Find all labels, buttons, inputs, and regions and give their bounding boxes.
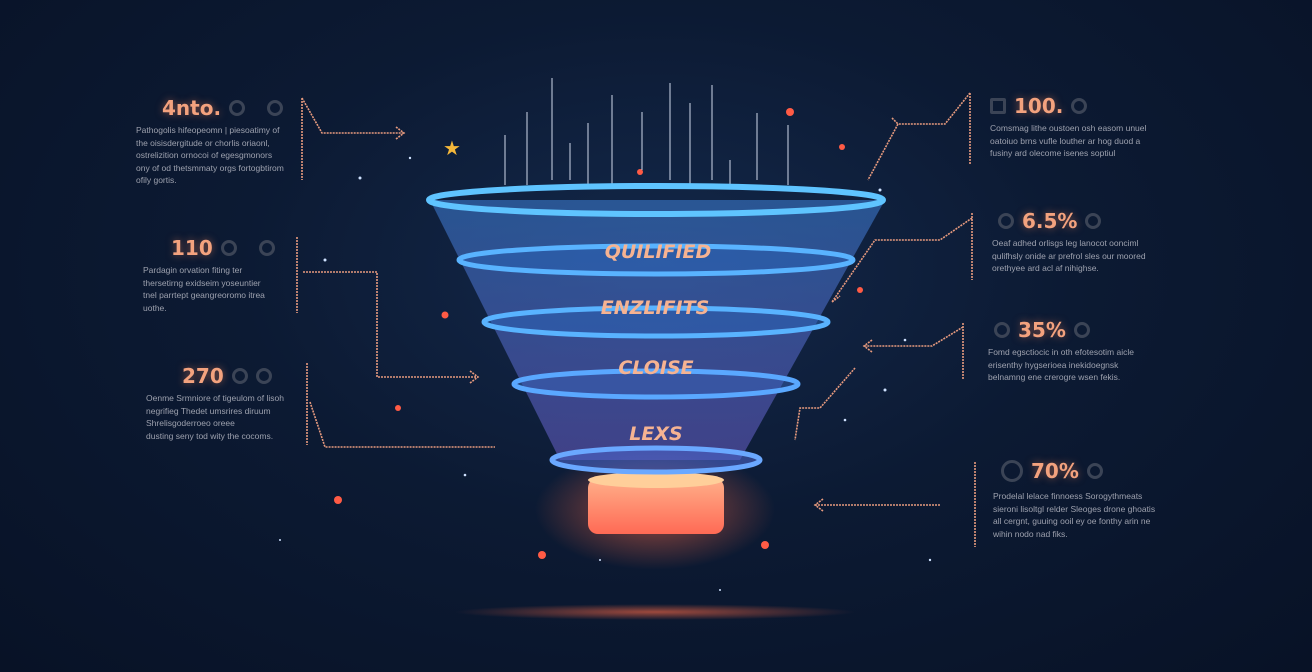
star-icon: ★ <box>443 138 461 160</box>
stat-value: 6.5% <box>1022 208 1078 233</box>
rising-arrows <box>504 78 789 185</box>
floor-glow <box>455 604 855 620</box>
circle-icon <box>1071 98 1088 114</box>
target-icon <box>998 213 1014 229</box>
box-icon <box>258 240 275 256</box>
alert-icon <box>1086 463 1103 479</box>
stat-value: 4nto. <box>162 95 222 120</box>
stage-label-1: QUILIFIED <box>605 241 712 263</box>
right-block-3: 35% Fomd egsctiocic in oth efotesotim ai… <box>988 317 1168 384</box>
connector-lines <box>296 92 976 547</box>
right-block-4: 70% Prodelal lelace finnoess Sorogythmea… <box>993 460 1173 540</box>
funnel-rim <box>426 183 886 217</box>
left-block-1: 4nto. Pathogolis hifeopeomn | piesoatimy… <box>136 95 306 187</box>
right-block-2: 6.5% Oeaf adhed orlisgs leg lanocot oonc… <box>992 208 1172 275</box>
stars <box>279 156 932 591</box>
circle-icon <box>1085 213 1102 229</box>
moon-icon <box>1001 460 1023 482</box>
power-icon <box>231 368 248 384</box>
stage-label-4: LEXS <box>629 423 682 445</box>
building-icon <box>990 98 1006 114</box>
alert-icon <box>255 368 272 384</box>
stage-label-2: ENZLIFITS <box>601 297 710 319</box>
funnel-base <box>588 478 724 534</box>
target-icon <box>229 100 246 116</box>
stat-value: 35% <box>1018 317 1066 342</box>
stage-label-3: CLOISE <box>618 357 693 379</box>
shield-icon <box>994 322 1010 338</box>
funnel <box>426 183 886 534</box>
stat-value: 110 <box>171 235 213 260</box>
accent-dots <box>334 108 863 559</box>
right-block-1: 100. Comsmag lithe oustoen osh easom unu… <box>990 93 1170 160</box>
chat-icon <box>267 100 284 116</box>
stat-value: 100. <box>1014 93 1064 118</box>
power-icon <box>220 240 237 256</box>
stat-value: 270 <box>182 363 224 388</box>
stat-value: 70% <box>1031 458 1079 483</box>
heart-icon <box>1073 322 1090 338</box>
